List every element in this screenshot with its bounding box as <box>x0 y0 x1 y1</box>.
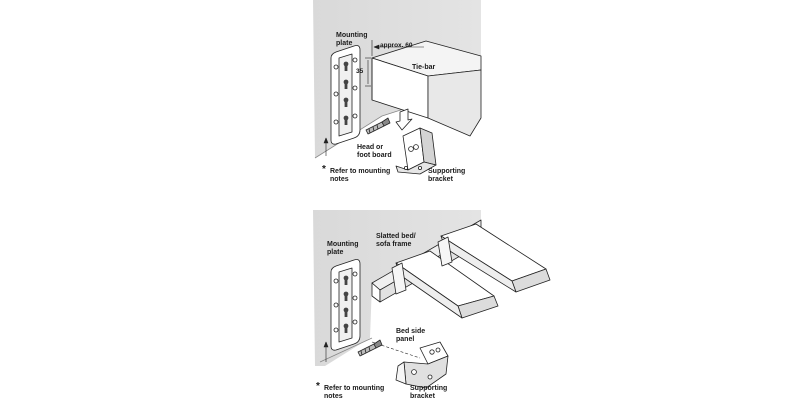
slat-front <box>395 250 499 319</box>
top-dimension-width-label: approx. 60 <box>380 42 413 49</box>
top-dimension-height-label: 35 <box>356 68 364 75</box>
slat-back <box>440 223 551 293</box>
top-insert-arrow <box>395 108 413 131</box>
top-mounting-plate <box>330 45 361 145</box>
bottom-floor-marker <box>323 341 329 362</box>
slat-holders <box>391 236 453 295</box>
top-scene <box>313 0 482 175</box>
bottom-scene <box>313 210 551 389</box>
bottom-mounting-plate <box>330 259 361 351</box>
bed-frame-label: Slatted bed/sofa frame <box>376 233 416 248</box>
dimension-lines <box>365 40 424 87</box>
bottom-asterisk: * <box>316 381 320 392</box>
top-asterisk: * <box>322 164 326 175</box>
bottom-screw <box>357 339 383 357</box>
top-screw <box>365 117 391 135</box>
top-floor-marker <box>323 137 329 156</box>
top-supporting-bracket <box>395 127 437 175</box>
tie-bar <box>371 40 482 137</box>
bottom-supporting-bracket <box>395 341 449 389</box>
tie-bar-label: Tie-bar <box>412 64 436 71</box>
bottom-guide-line <box>371 341 421 359</box>
